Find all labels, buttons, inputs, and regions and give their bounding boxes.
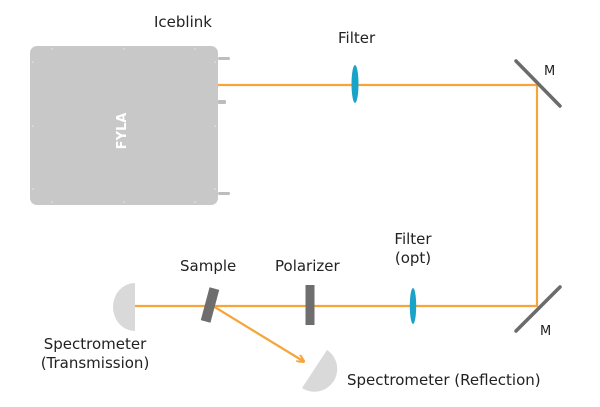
beam-reflected bbox=[212, 305, 303, 361]
laser-connector bbox=[218, 57, 230, 60]
mirror-top-label: M bbox=[544, 64, 556, 79]
spectrometer-reflection-label: Spectrometer (Reflection) bbox=[347, 371, 541, 389]
filter-opt-lens bbox=[409, 288, 417, 324]
mirror-bottom-label: M bbox=[540, 324, 552, 339]
laser-connector bbox=[218, 100, 226, 104]
filter-label: Filter bbox=[338, 29, 376, 47]
laser-screws bbox=[32, 48, 216, 203]
filter-opt-label-line1: Filter bbox=[394, 230, 432, 248]
iceblink-laser: FYLA bbox=[30, 46, 230, 205]
filter-lens bbox=[351, 65, 359, 103]
fyla-logo: FYLA bbox=[115, 113, 130, 150]
laser-body bbox=[30, 46, 218, 205]
sample-element bbox=[200, 287, 220, 323]
spectrometer-transmission-label: Spectrometer (Transmission) bbox=[30, 335, 160, 373]
spectrometer-reflection-detector bbox=[302, 350, 338, 392]
spectrometer-transmission-label-line2: (Transmission) bbox=[40, 354, 150, 372]
laser-connector bbox=[218, 192, 230, 195]
polarizer-element bbox=[305, 285, 315, 325]
spectrometer-transmission-label-line1: Spectrometer bbox=[43, 335, 147, 353]
mirror-bottom bbox=[514, 285, 562, 333]
laser-beam bbox=[135, 83, 539, 361]
filter-opt-label-line2: (opt) bbox=[394, 249, 432, 267]
filter-opt-label: Filter (opt) bbox=[384, 230, 442, 268]
polarizer-label: Polarizer bbox=[275, 257, 340, 275]
mirror-top bbox=[514, 59, 562, 108]
spectrometer-transmission-detector bbox=[113, 283, 135, 331]
iceblink-label: Iceblink bbox=[154, 13, 212, 31]
sample-label: Sample bbox=[180, 257, 237, 275]
